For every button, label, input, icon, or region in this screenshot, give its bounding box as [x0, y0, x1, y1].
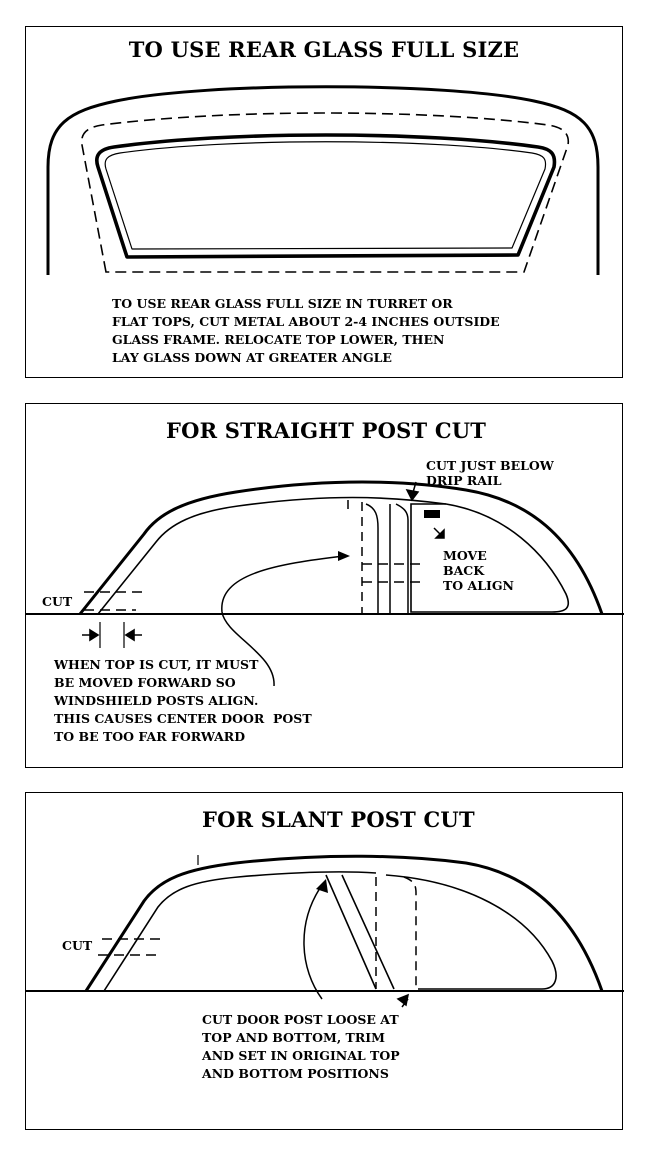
bottom-arrow	[396, 993, 410, 1008]
offset-arrow-left	[82, 628, 100, 642]
panel-slant-post: FOR SLANT POST CUT CUT CUT DOOR POST LOO…	[25, 792, 624, 1130]
offset-arrow-right	[124, 628, 142, 642]
rear-quarter-window	[385, 874, 557, 990]
roof-outer	[84, 854, 604, 992]
leader-arrowhead	[338, 551, 350, 561]
roof-inner	[103, 871, 377, 992]
drip-arrow	[405, 481, 420, 502]
panel-straight-post: FOR STRAIGHT POST CUT CUT CUT	[25, 403, 624, 768]
roof-outer	[78, 480, 604, 615]
slant-post-drawing	[26, 854, 624, 1008]
move-back-label: MOVE BACK TO ALIGN	[443, 548, 514, 593]
leader-arrowhead	[316, 879, 328, 893]
panel-straight-post-note: WHEN TOP IS CUT, IT MUST BE MOVED FORWAR…	[54, 657, 312, 744]
drip-rail-block	[424, 510, 440, 518]
panel-straight-post-title: FOR STRAIGHT POST CUT	[166, 418, 487, 443]
cut-line-dashed	[80, 112, 570, 273]
panel-slant-post-note: CUT DOOR POST LOOSE AT TOP AND BOTTOM, T…	[202, 1012, 400, 1081]
cut-label-straight: CUT	[42, 594, 73, 609]
roof-inner	[97, 496, 447, 615]
straight-post-drawing	[26, 480, 624, 687]
rear-glass-frame	[95, 133, 557, 259]
leader-curve	[303, 884, 323, 1000]
slant-post-dashed	[375, 876, 417, 989]
rear-quarter-window	[410, 503, 570, 613]
move-back-arrow	[433, 527, 445, 539]
panel-rear-glass-title: TO USE REAR GLASS FULL SIZE	[128, 37, 520, 62]
slant-post	[325, 874, 395, 990]
cut-label-slant: CUT	[62, 938, 93, 953]
leader-curve	[221, 555, 345, 687]
roof-outline	[46, 85, 600, 275]
door-post-dashed	[347, 500, 363, 614]
rear-glass-drawing	[46, 85, 600, 275]
rear-glass-inner	[104, 141, 547, 250]
drip-rail-label: CUT JUST BELOW DRIP RAIL	[426, 458, 554, 488]
panel-slant-post-title: FOR SLANT POST CUT	[202, 807, 475, 832]
door-post	[365, 503, 409, 614]
panel-rear-glass-note: TO USE REAR GLASS FULL SIZE IN TURRET OR…	[112, 296, 500, 365]
panel-rear-glass: TO USE REAR GLASS FULL SIZE TO USE REAR …	[25, 26, 623, 378]
